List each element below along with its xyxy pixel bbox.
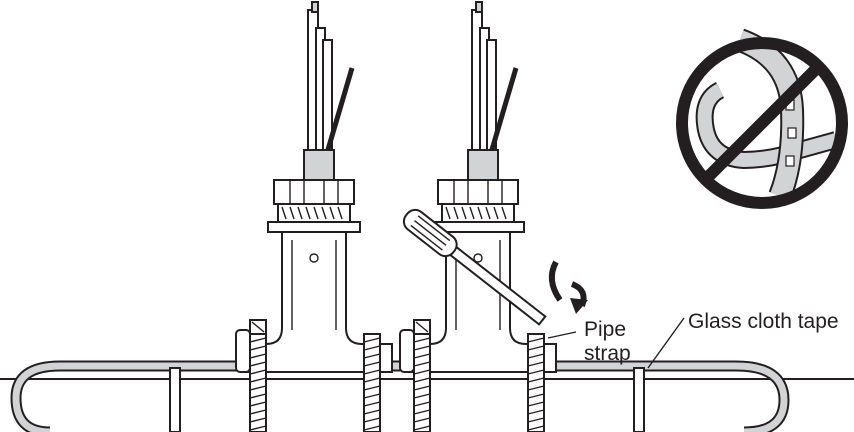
pipe-strap-label: Pipe xyxy=(584,318,626,341)
rotate-arrow-icon xyxy=(548,260,588,314)
screwdriver-icon xyxy=(402,208,547,326)
pipe-strap-label-2: strap xyxy=(584,342,631,365)
label-leaders xyxy=(547,317,685,369)
connection-kit-left xyxy=(236,2,392,432)
glass-cloth-tape-label: Glass cloth tape xyxy=(688,310,839,333)
no-symbol-icon xyxy=(676,28,848,209)
heating-cable xyxy=(10,360,790,432)
glass-cloth-tape-band xyxy=(169,367,645,432)
